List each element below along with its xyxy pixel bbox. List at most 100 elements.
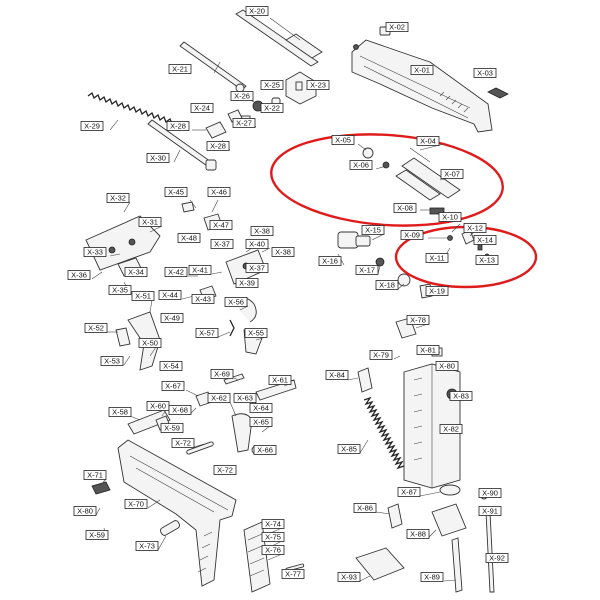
part-label-text: X-93 (341, 573, 357, 582)
part-x87 (439, 484, 461, 496)
part-label-box (168, 64, 192, 74)
part-label-box (438, 212, 462, 222)
part-label-text: X-04 (420, 137, 436, 146)
part-label-text: X-43 (195, 295, 211, 304)
part-label-x-07: X-07 (440, 169, 464, 179)
slide-part (351, 39, 493, 133)
part-label-box (83, 247, 107, 257)
part-label-x-89: X-89 (420, 572, 444, 582)
part-label-x-48: X-48 (177, 233, 201, 243)
part-label-box (406, 315, 430, 325)
valve-part (337, 231, 433, 299)
part-label-text: X-51 (135, 292, 151, 301)
part-label-text: X-80 (439, 362, 455, 371)
part-label-text: X-69 (214, 370, 230, 379)
part-label-x-36: X-36 (67, 270, 91, 280)
part-label-text: X-65 (253, 418, 269, 427)
part-label-box (108, 285, 132, 295)
part-x58 (127, 409, 171, 435)
part-label-text: X-52 (88, 324, 104, 333)
part-label-text: X-25 (264, 81, 280, 90)
part-label-x-18: X-18 (375, 280, 399, 290)
part-label-text: X-15 (365, 226, 381, 235)
part-label-box (84, 323, 108, 333)
leader-line (157, 535, 167, 551)
part-label-box (135, 541, 159, 551)
leader-line (419, 491, 441, 497)
part-label-text: X-34 (128, 268, 144, 277)
part-label-x-04: X-04 (416, 136, 440, 146)
leader-line (213, 61, 221, 74)
part-label-text: X-71 (87, 471, 103, 480)
part-label-text: X-87 (401, 488, 417, 497)
part-label-box (473, 68, 497, 78)
part-label-box (261, 532, 285, 542)
part-label-x-32: X-32 (106, 193, 130, 203)
part-label-box (124, 499, 148, 509)
part-label-text: X-73 (139, 542, 155, 551)
part-label-box (281, 569, 305, 579)
part-label-x-08: X-08 (393, 203, 417, 213)
part-label-x-72: X-72 (213, 465, 237, 475)
part-label-box (410, 65, 434, 75)
part-label-box (146, 153, 170, 163)
part-label-x-80: X-80 (73, 506, 97, 516)
part-label-x-22: X-22 (260, 103, 284, 113)
part-label-box (207, 393, 231, 403)
part-label-box (80, 121, 104, 131)
leader-line (193, 443, 205, 448)
part-label-x-71: X-71 (83, 470, 107, 480)
part-label-box (210, 239, 234, 249)
part-label-text: X-56 (228, 298, 244, 307)
part-label-x-67: X-67 (161, 381, 185, 391)
part-label-box (164, 267, 188, 277)
part-label-text: X-13 (479, 256, 495, 265)
part-label-text: X-57 (199, 329, 215, 338)
part-label-x-51: X-51 (131, 291, 155, 301)
part-label-box (393, 203, 417, 213)
part-label-text: X-38 (275, 248, 291, 257)
leader-line (359, 439, 369, 454)
part-label-x-38: X-38 (271, 247, 295, 257)
part-label-box (271, 247, 295, 257)
part-x28 (205, 121, 227, 139)
part-label-text: X-90 (482, 489, 498, 498)
part-label-text: X-38 (254, 227, 270, 236)
part-label-box (131, 291, 155, 301)
part-label-x-63: X-63 (233, 393, 257, 403)
part-label-text: X-50 (142, 339, 158, 348)
part-label-text: X-45 (168, 188, 184, 197)
part-x89 (451, 537, 463, 593)
leader-line (95, 507, 101, 516)
part-label-text: X-11 (429, 254, 444, 263)
part-label-x-60: X-60 (146, 401, 170, 411)
leader-line (161, 409, 167, 417)
part-label-x-44: X-44 (158, 290, 182, 300)
leader-line (269, 17, 301, 41)
part-label-box (233, 393, 257, 403)
part-label-box (318, 256, 342, 266)
part-label-x-52: X-52 (84, 323, 108, 333)
magazine-part (403, 363, 461, 489)
leader-line (185, 389, 199, 397)
part-label-box (195, 328, 219, 338)
part-label-text: X-06 (353, 161, 369, 170)
part-label-box (435, 361, 459, 371)
leader-line (229, 401, 237, 417)
part-label-text: X-76 (265, 546, 281, 555)
part-label-box (440, 169, 464, 179)
part-label-x-64: X-64 (249, 403, 273, 413)
part-label-x-53: X-53 (100, 356, 124, 366)
part-label-x-19: X-19 (425, 286, 449, 296)
part-label-text: X-08 (397, 204, 413, 213)
part-label-x-83: X-83 (449, 391, 473, 401)
part-label-text: X-44 (162, 291, 178, 300)
part-label-x-37: X-37 (210, 239, 234, 249)
part-label-box (400, 230, 424, 240)
part-label-text: X-88 (410, 530, 426, 539)
part-label-text: X-53 (104, 357, 120, 366)
part-label-box (138, 217, 162, 227)
part-label-x-91: X-91 (478, 506, 502, 516)
part-x62 (231, 413, 253, 453)
part-label-x-81: X-81 (416, 345, 440, 355)
